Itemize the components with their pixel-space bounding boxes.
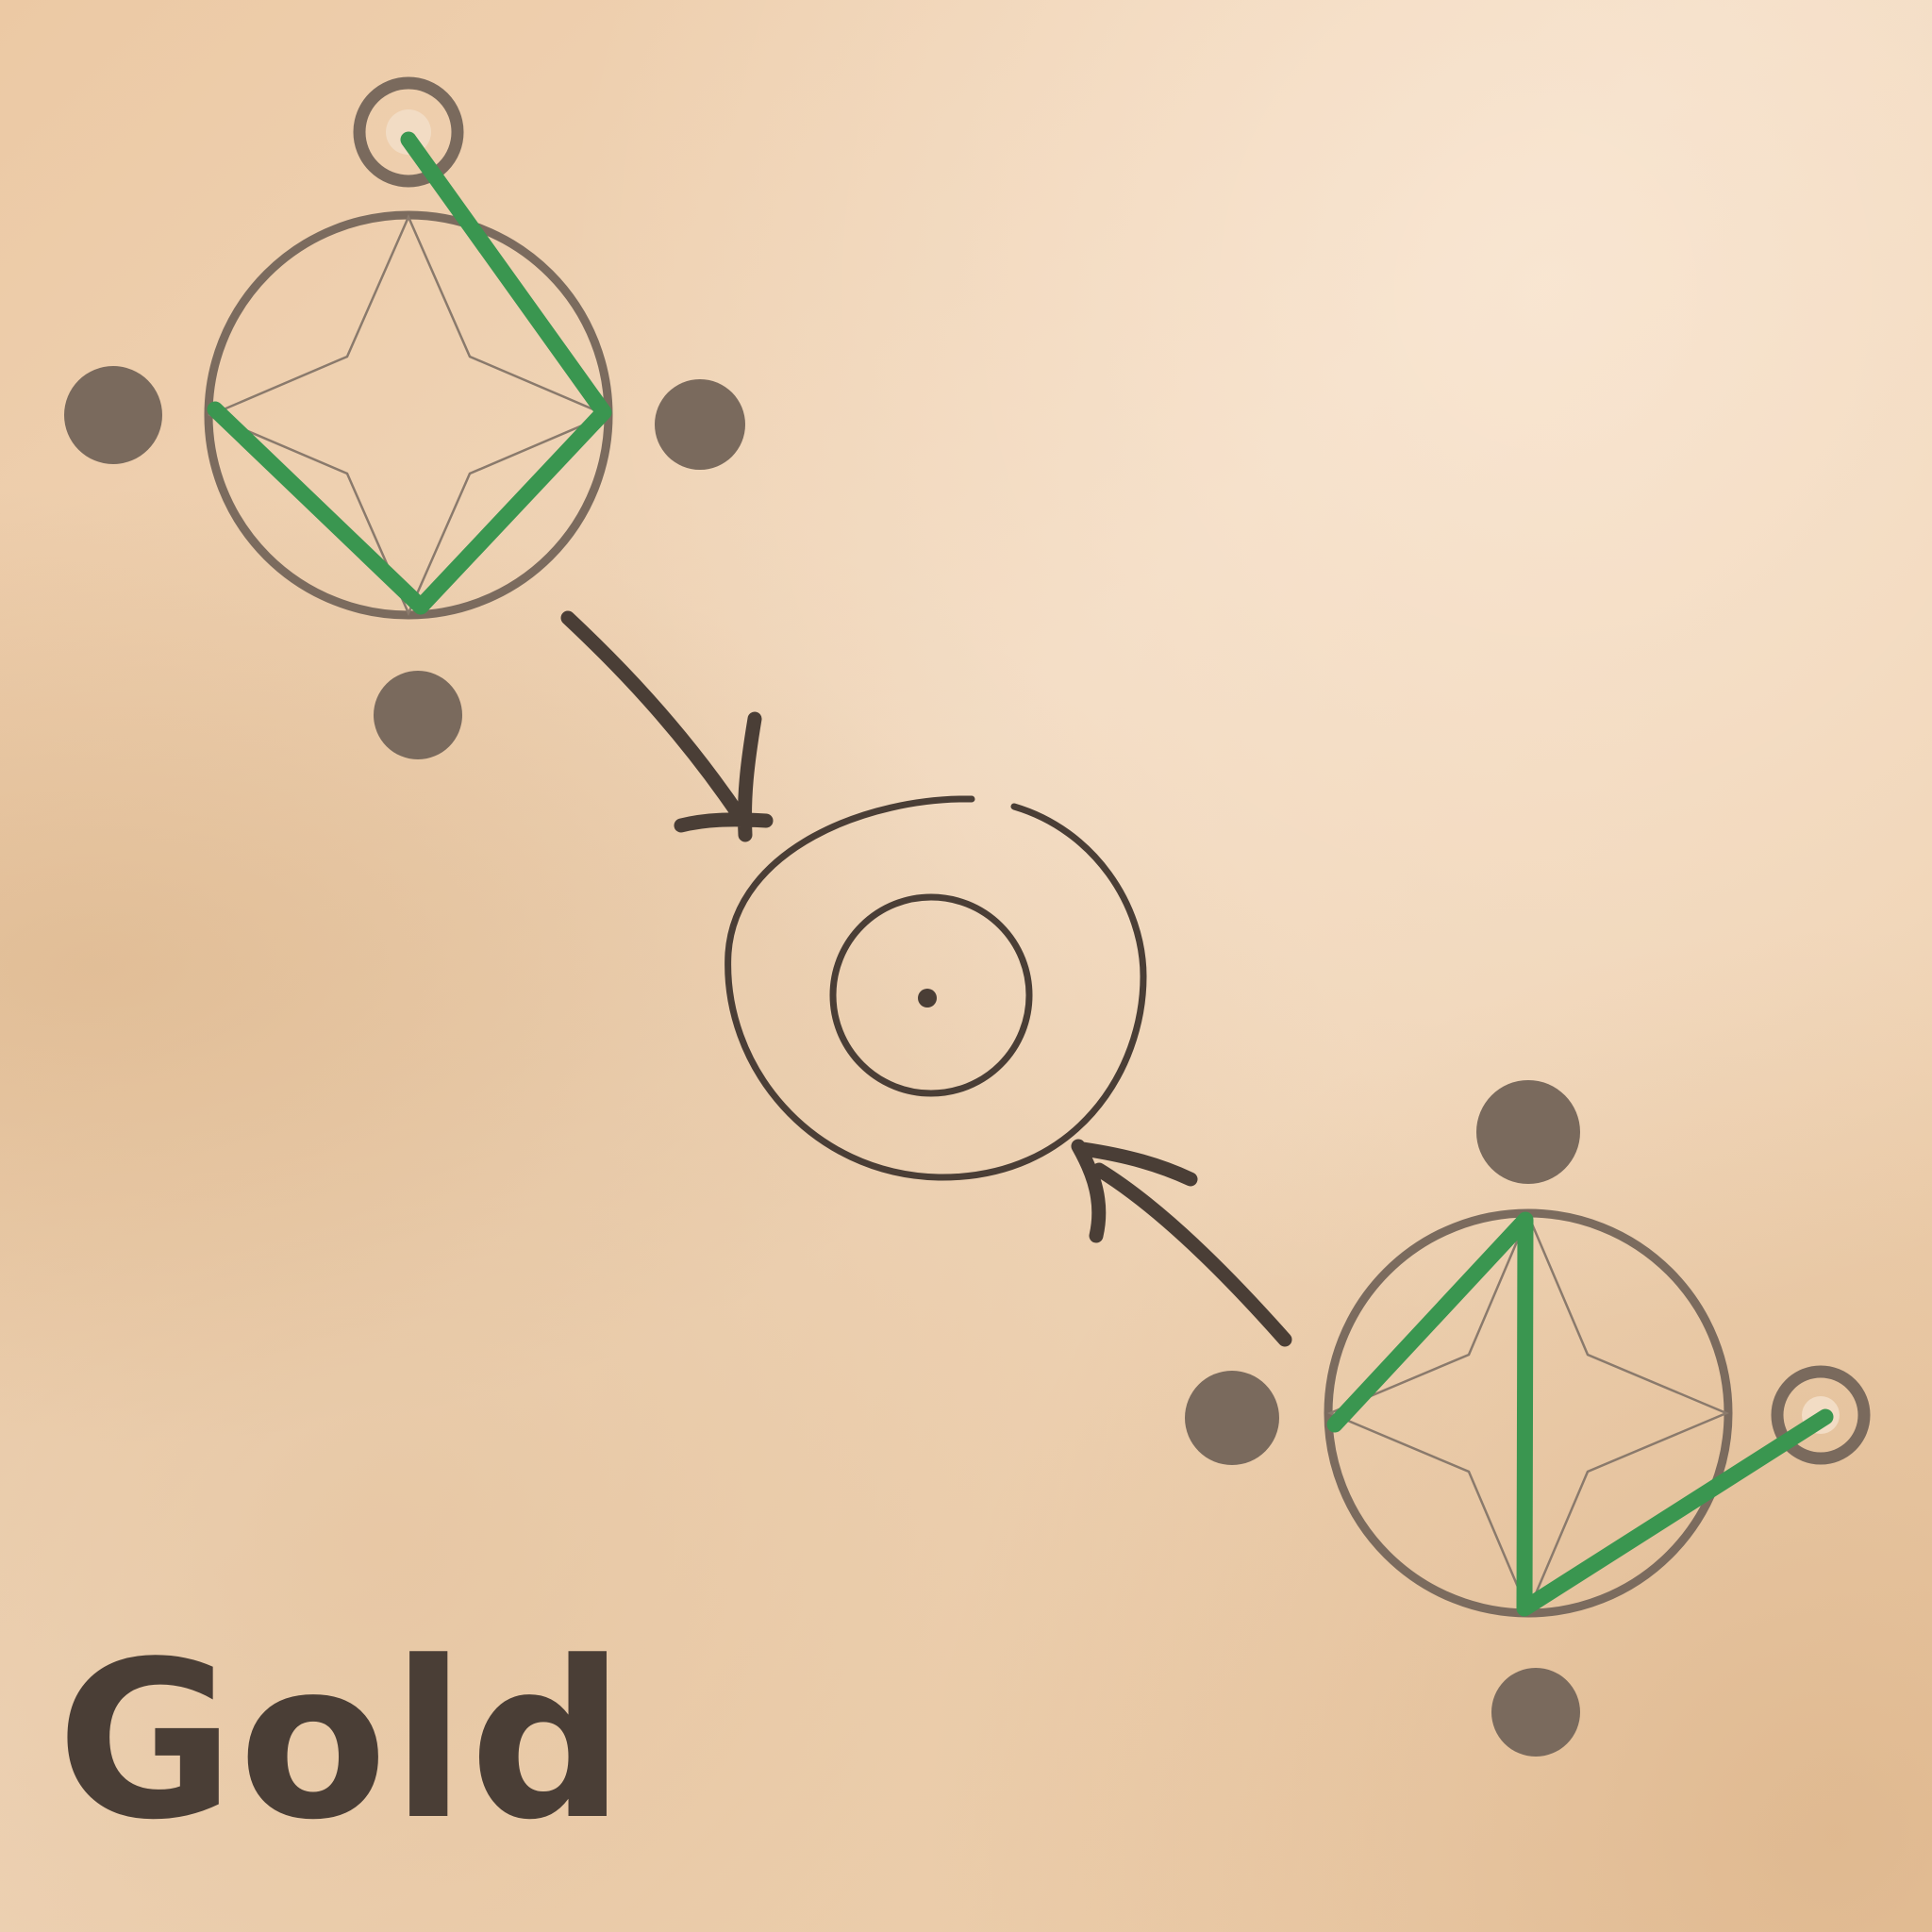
target-circle[interactable] xyxy=(724,795,1147,1181)
outer-node-ring[interactable] xyxy=(1771,1365,1871,1465)
arrow-top-left-to-target xyxy=(560,610,774,842)
node-dot-right[interactable] xyxy=(655,379,745,470)
glyph-top-left[interactable] xyxy=(64,76,745,759)
trace-path xyxy=(1326,1211,1834,1617)
target-center-dot xyxy=(918,989,937,1008)
arrowhead xyxy=(1071,1139,1198,1243)
target-outer-ring xyxy=(724,795,1147,1181)
hand-drawn-arrow-icon xyxy=(560,610,749,826)
node-dot-left[interactable] xyxy=(64,366,162,464)
outer-node-ring[interactable] xyxy=(353,76,464,188)
trace-path xyxy=(207,131,612,615)
arrowhead xyxy=(674,711,774,842)
star-icon xyxy=(207,213,610,617)
hand-drawn-arrow-icon xyxy=(1091,1162,1292,1347)
arrow-bottom-right-to-target xyxy=(1071,1139,1292,1347)
node-dot-left[interactable] xyxy=(1185,1371,1279,1465)
node-dot-top[interactable] xyxy=(1476,1080,1580,1184)
target-inner-ring xyxy=(829,893,1033,1097)
glyph-ring xyxy=(204,210,613,620)
node-dot-bottom[interactable] xyxy=(1491,1668,1580,1757)
rune-title: Gold xyxy=(57,1616,628,1868)
node-dot-bottom[interactable] xyxy=(374,671,462,759)
glyph-bottom-right[interactable] xyxy=(1185,1080,1871,1757)
